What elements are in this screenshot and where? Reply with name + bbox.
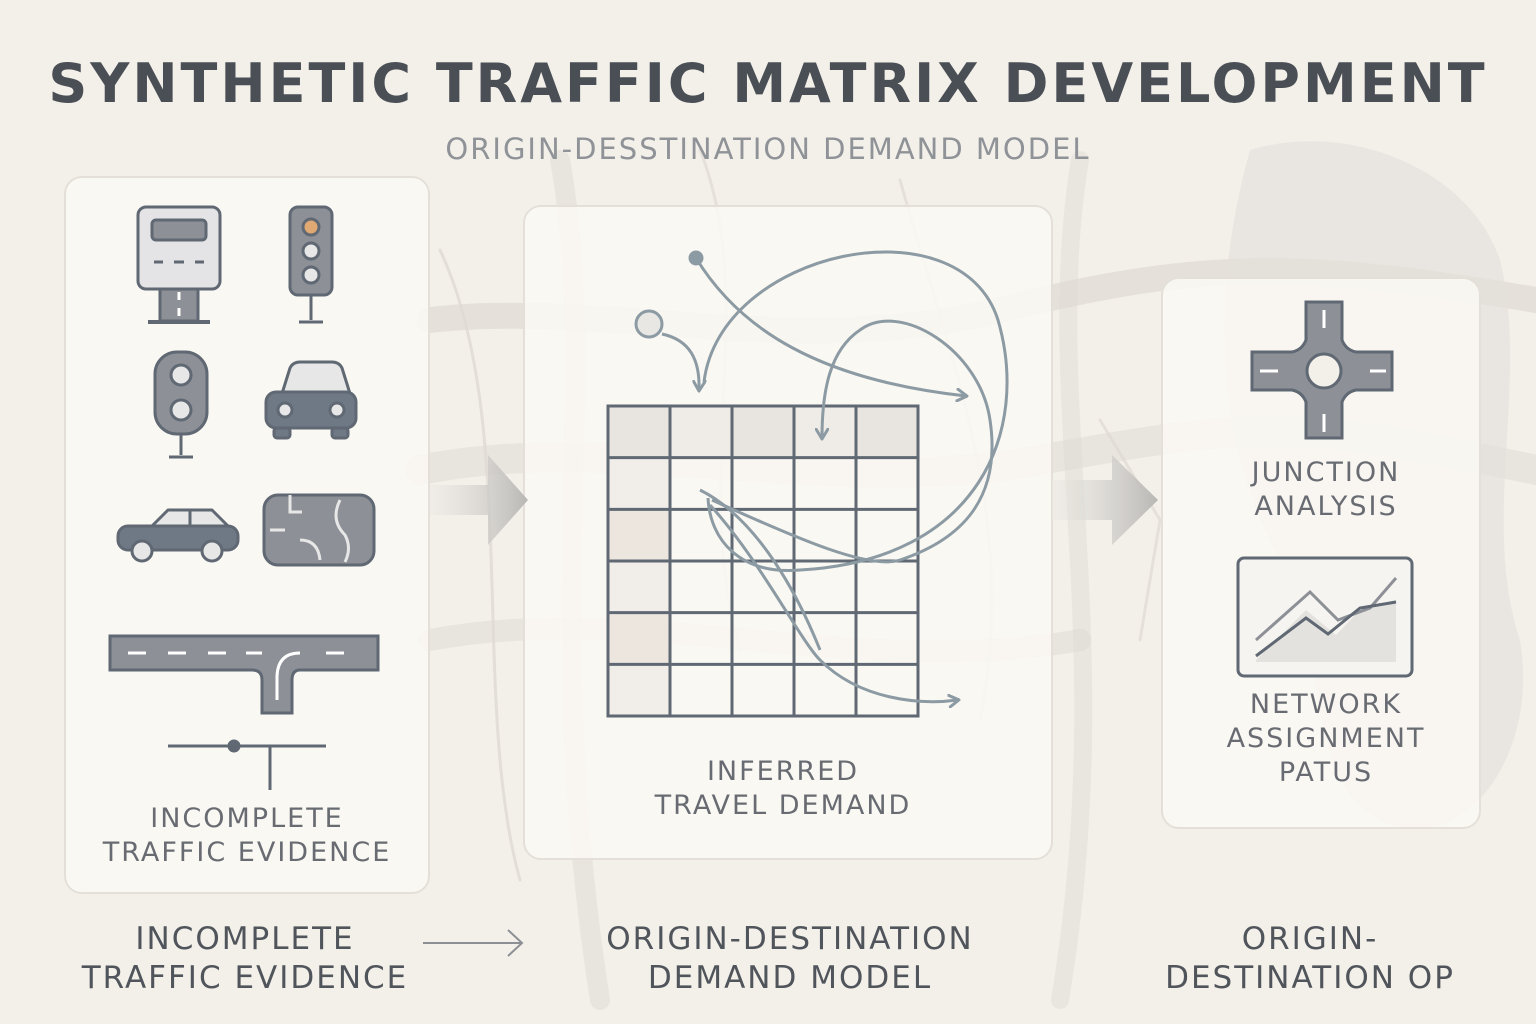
traffic-counter-icon <box>136 205 222 324</box>
step3-label-line1: ORIGIN- <box>1241 921 1379 957</box>
flow-arrow-right <box>1052 455 1158 545</box>
signal-head-icon <box>153 350 209 459</box>
demand-flow-curves <box>634 250 1009 702</box>
traffic-light-icon <box>288 205 334 324</box>
network-assignment-label: NETWORK ASSIGNMENT PATUS <box>1161 688 1491 789</box>
demand-label-line1: INFERRED <box>706 756 860 787</box>
matrix-header-cell <box>794 406 856 458</box>
flow-arrow-left <box>430 455 528 545</box>
road-map-icon <box>262 493 376 567</box>
demand-label: INFERRED TRAVEL DEMAND <box>523 755 1043 823</box>
step2-label: ORIGIN-DESTINATION DEMAND MODEL <box>560 920 1020 998</box>
matrix-origin-cell <box>608 664 670 716</box>
car-side-icon <box>116 508 240 563</box>
junction-label-line2: ANALYSIS <box>1254 490 1398 522</box>
page-subtitle: ORIGIN-DESSTINATION DEMAND MODEL <box>445 132 1091 166</box>
step2-label-line2: DEMAND MODEL <box>647 959 933 996</box>
step3-label: ORIGIN- DESTINATION OP <box>1120 920 1500 998</box>
page-title: SYNTHETIC TRAFFIC MATRIX DEVELOPMENT <box>48 52 1488 115</box>
car-front-icon <box>264 360 358 440</box>
matrix-header-cell <box>670 406 732 458</box>
matrix-origin-cell <box>608 509 670 561</box>
matrix-origin-cell <box>608 457 670 510</box>
network-label-line1: NETWORK <box>1249 689 1403 720</box>
sensor-line-icon <box>168 739 326 790</box>
line-chart-icon <box>1236 556 1414 678</box>
network-label-line3: PATUS <box>1278 756 1374 788</box>
network-label-line2: ASSIGNMENT <box>1226 722 1426 754</box>
matrix-header-cell <box>856 406 918 458</box>
junction-label-line1: JUNCTION <box>1251 457 1401 488</box>
evidence-label: INCOMPLETE TRAFFIC EVIDENCE <box>64 802 430 870</box>
roundabout-icon <box>1250 300 1394 440</box>
step2-label-line1: ORIGIN-DESTINATION <box>606 921 974 957</box>
junction-analysis-label: JUNCTION ANALYSIS <box>1161 456 1491 524</box>
matrix-header-cell <box>608 406 670 458</box>
od-matrix <box>606 404 920 718</box>
step-arrow <box>423 929 524 957</box>
evidence-label-line2: TRAFFIC EVIDENCE <box>102 836 392 868</box>
step1-label-line1: INCOMPLETE <box>135 921 355 957</box>
step1-label: INCOMPLETE TRAFFIC EVIDENCE <box>60 920 430 998</box>
road-junction-icon <box>108 634 380 715</box>
step3-label-line2: DESTINATION OP <box>1165 959 1455 996</box>
matrix-origin-cell <box>608 561 670 613</box>
step1-label-line2: TRAFFIC EVIDENCE <box>81 959 409 996</box>
demand-label-line2: TRAVEL DEMAND <box>654 789 912 821</box>
evidence-label-line1: INCOMPLETE <box>150 803 344 834</box>
matrix-origin-cell <box>608 612 670 665</box>
matrix-header-cell <box>732 406 794 458</box>
